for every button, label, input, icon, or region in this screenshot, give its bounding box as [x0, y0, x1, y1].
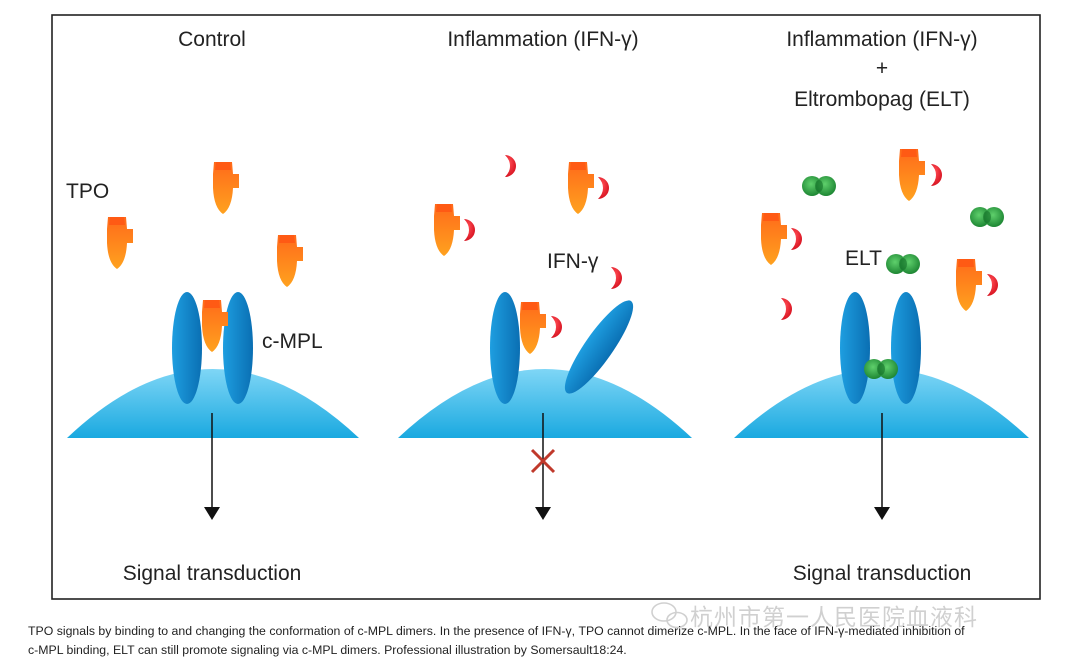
signal-transduction-label: Signal transduction: [123, 562, 302, 585]
panel-inflammation: Inflammation (IFN-γ) IFN-γ: [398, 28, 692, 520]
c-mpl-receptor-icon: [172, 292, 202, 404]
caption-line: TPO signals by binding to and changing t…: [28, 624, 965, 638]
caption-line: c-MPL binding, ELT can still promote sig…: [28, 643, 627, 657]
watermark-text: 杭州市第一人民医院血液科: [690, 605, 978, 631]
tpo-label: TPO: [66, 180, 109, 203]
c-mpl-receptor-icon: [891, 292, 921, 404]
panel-title-line-1: Inflammation (IFN-γ): [786, 28, 977, 51]
ifn-gamma-label: IFN-γ: [547, 250, 599, 273]
eltrombopag-molecule-icon: [802, 176, 836, 196]
cell-membrane-icon: [734, 369, 1029, 438]
panel-inflammation-eltrombopag: Inflammation (IFN-γ) + Eltrombopag (ELT)…: [734, 28, 1029, 585]
panel-title-line-3: Eltrombopag (ELT): [794, 88, 970, 111]
signal-transduction-label: Signal transduction: [793, 562, 972, 585]
wechat-icon: [651, 602, 688, 629]
elt-label: ELT: [845, 247, 882, 270]
panel-control: Control TPO c-MPL Signal transduction: [66, 28, 359, 585]
signal-arrow-icon: [204, 413, 220, 520]
panel-title: Control: [178, 28, 246, 51]
c-mpl-receptor-icon: [490, 292, 520, 404]
panel-title: Inflammation (IFN-γ): [447, 28, 638, 51]
panel-title-line-2: +: [876, 57, 888, 80]
c-mpl-receptor-icon: [223, 292, 253, 404]
cell-membrane-icon: [398, 369, 692, 438]
c-mpl-receptor-icon: [564, 300, 634, 394]
blocked-x-icon: [530, 448, 556, 474]
signal-arrow-icon: [874, 413, 890, 520]
c-mpl-label: c-MPL: [262, 330, 323, 353]
c-mpl-receptor-icon: [840, 292, 870, 404]
eltrombopag-molecule-icon: [970, 207, 1004, 227]
eltrombopag-molecule-icon: [864, 359, 898, 379]
figure-caption: TPO signals by binding to and changing t…: [28, 622, 1068, 660]
cell-membrane-icon: [67, 369, 359, 438]
eltrombopag-molecule-icon: [886, 254, 920, 274]
